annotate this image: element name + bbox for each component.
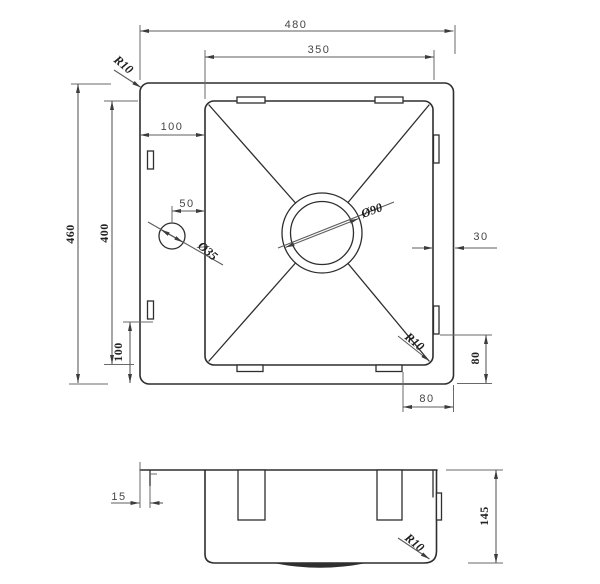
top-view-sink [139,82,455,385]
dim-rim-left: 100 [161,121,184,133]
dim-clip-bottom-left: 100 [111,342,125,362]
dim-clip-right-h: 80 [419,393,434,405]
drain-outer-circle [281,192,363,274]
section-clip-left [237,469,266,521]
drain-inner-circle [289,200,355,266]
dimension-lines [76,29,497,409]
dim-depth: 145 [477,506,491,526]
label-bottom-corner-radius: R10 [401,530,427,555]
section-view-sink [139,469,443,568]
dim-overall-width: 480 [285,19,308,31]
label-faucet-hole-diameter: Ø35 [194,238,220,263]
section-side-clip [435,492,443,521]
dim-hole-to-wall: 50 [179,198,194,210]
label-drain-diameter: Ø90 [358,200,385,221]
dim-rim-lip: 15 [111,491,126,503]
section-drain-recess [275,562,365,568]
section-view-dimensions: 15 145 R10 [111,462,503,564]
dim-rim-right: 30 [473,231,488,243]
section-clip-right [376,469,403,521]
mounting-clips [146,96,440,373]
outer-rim-outline [139,82,455,385]
dim-inner-height: 400 [97,223,111,243]
label-outer-corner-radius: R10 [110,52,136,77]
basin-diagonal-lines [208,104,430,362]
extension-lines [139,462,503,564]
dim-clip-bottom-right-v: 80 [468,352,482,365]
dim-overall-height: 460 [63,224,77,244]
top-view-dimensions: 480 350 100 50 30 80 460 400 100 80 R10 … [63,19,497,412]
dim-inner-width: 350 [308,44,331,56]
inner-basin-outline [204,100,434,366]
